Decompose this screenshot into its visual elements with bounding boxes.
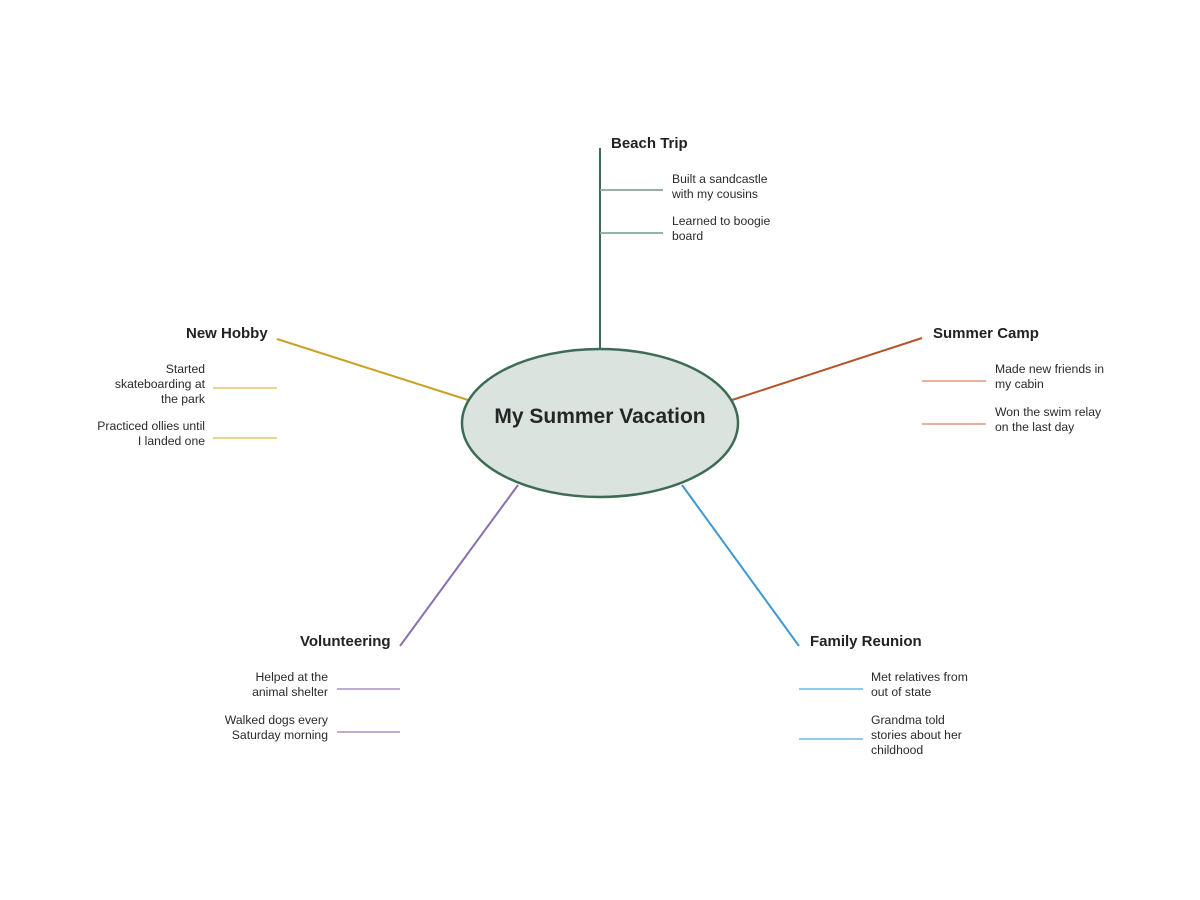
branch-line-summer-camp — [731, 337, 923, 401]
branch-title-family-reunion[interactable]: Family Reunion — [810, 633, 922, 650]
leaf-summer-camp-swim-relay: Won the swim relay on the last day — [995, 405, 1102, 434]
leaf-family-reunion-grandma: Grandma told stories about her childhood — [871, 713, 962, 757]
branch-line-family-reunion — [681, 484, 800, 647]
leaf-volunteering-walked-dogs: Walked dogs every Saturday morning — [224, 713, 328, 742]
center-title: My Summer Vacation — [494, 405, 706, 428]
branch-title-volunteering[interactable]: Volunteering — [300, 633, 391, 650]
leaf-beach-trip-boogie-board: Learned to boogie board — [672, 214, 771, 243]
leaf-new-hobby-ollies: Practiced ollies until I landed one — [97, 419, 205, 448]
leaf-new-hobby-skateboarding: Started skateboarding at the park — [114, 362, 205, 406]
leaf-summer-camp-friends: Made new friends in my cabin — [995, 362, 1105, 391]
leaf-volunteering-animal-shelter: Helped at the animal shelter — [252, 670, 328, 699]
branch-line-new-hobby — [276, 338, 469, 401]
leaf-family-reunion-relatives: Met relatives from out of state — [871, 670, 968, 699]
branch-title-summer-camp[interactable]: Summer Camp — [933, 325, 1039, 342]
branch-title-beach-trip[interactable]: Beach Trip — [611, 135, 688, 152]
leaf-beach-trip-sandcastle: Built a sandcastle with my cousins — [672, 172, 768, 201]
center-node[interactable] — [460, 347, 740, 499]
branch-title-new-hobby[interactable]: New Hobby — [186, 325, 268, 342]
branch-line-volunteering — [399, 484, 519, 647]
